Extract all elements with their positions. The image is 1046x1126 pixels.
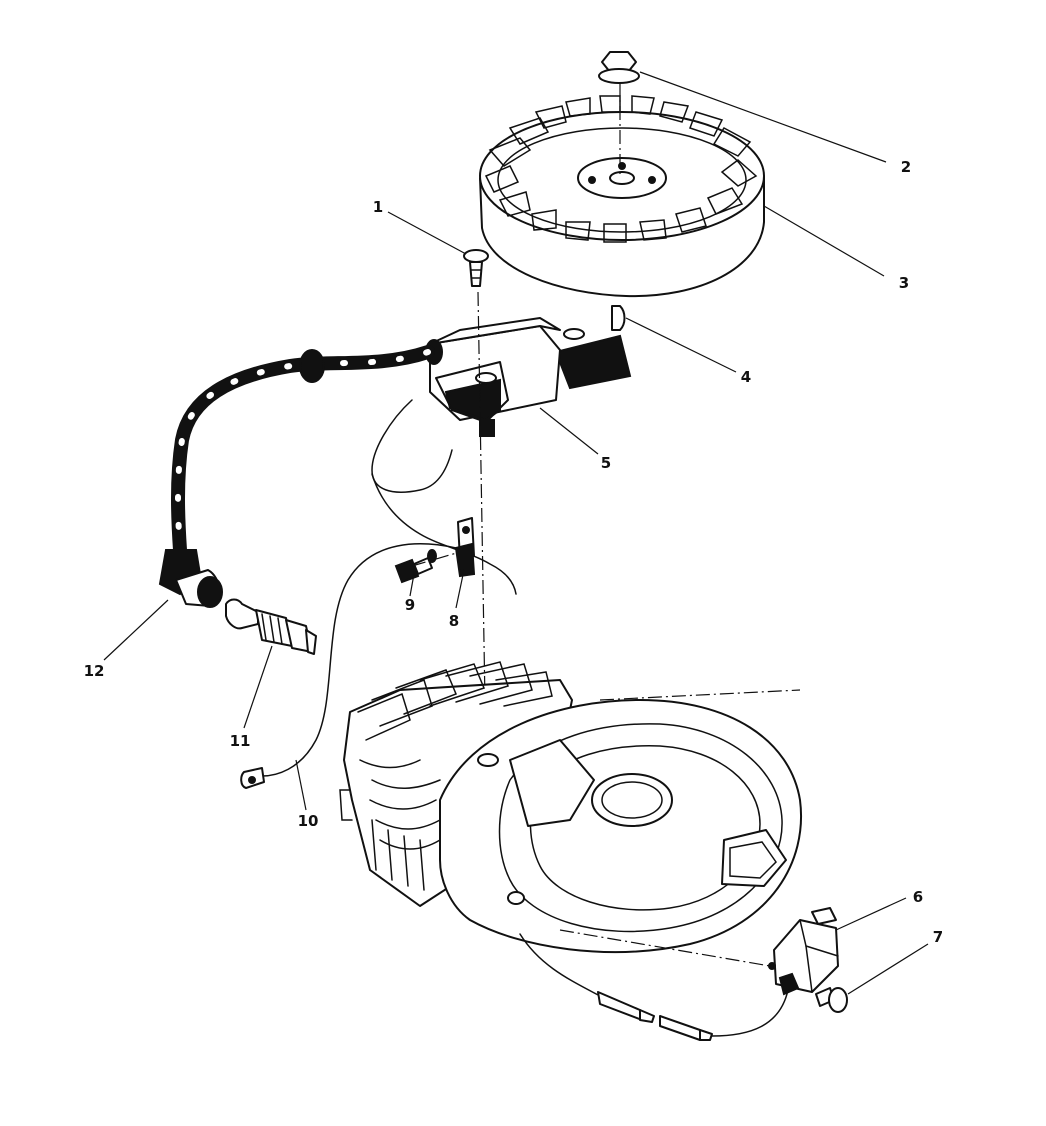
callout-4: 4 — [741, 368, 751, 386]
callout-12: 12 — [84, 662, 105, 680]
terminal-bracket — [454, 517, 476, 578]
spark-plug-boot — [158, 549, 223, 608]
flywheel — [479, 95, 765, 298]
module-lead-wire — [519, 933, 789, 1041]
callout-5: 5 — [601, 454, 611, 472]
spark-plug — [225, 598, 317, 655]
module-screw — [815, 987, 848, 1013]
callout-9: 9 — [405, 596, 415, 614]
flywheel-nut — [598, 51, 640, 84]
callout-7: 7 — [933, 928, 943, 946]
housing-axis-line — [599, 689, 801, 701]
callout-6: 6 — [913, 888, 923, 906]
callout-8: 8 — [449, 612, 459, 630]
coil-mounting-axis-line — [477, 291, 487, 761]
coil-ground-wire — [371, 399, 453, 493]
callout-2: 2 — [901, 158, 911, 176]
leader-lines — [103, 71, 929, 995]
ignition-coil — [425, 317, 632, 437]
callout-1: 1 — [373, 198, 383, 216]
coil-bolt — [463, 249, 489, 287]
terminal-screw — [394, 549, 437, 584]
module-axis-line — [559, 929, 771, 967]
high-tension-lead — [171, 345, 435, 557]
callout-11: 11 — [230, 732, 251, 750]
engine-block — [339, 661, 802, 954]
callout-3: 3 — [899, 274, 909, 292]
flywheel-key — [611, 305, 626, 331]
callout-10: 10 — [298, 812, 319, 830]
screw-axis-line — [411, 551, 461, 567]
ignition-module — [768, 907, 839, 996]
